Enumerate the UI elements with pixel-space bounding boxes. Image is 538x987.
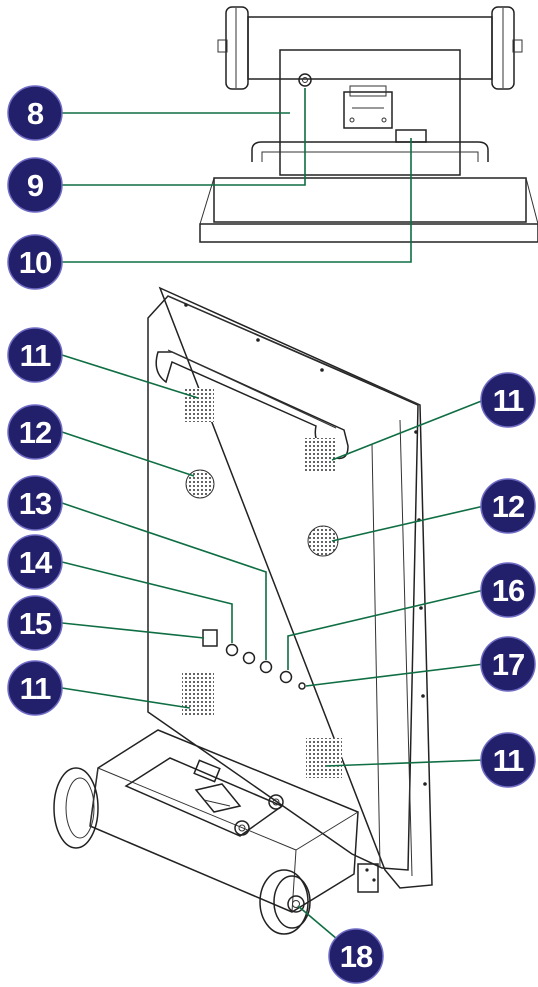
monitor-rear-view [147,286,433,893]
leader-15 [61,622,205,639]
svg-text:16: 16 [492,573,525,608]
callout-10: 10 [7,234,63,290]
leader-10 [62,138,412,263]
svg-text:17: 17 [492,647,524,682]
leader-11c [61,687,191,709]
vent-grille [182,672,214,716]
monitor-back-panel [147,295,419,871]
vent-grille [305,438,337,472]
leader-16 [287,589,485,670]
svg-text:11: 11 [20,338,52,373]
callout-16: 16 [480,562,536,618]
wheel-lock-icon [287,895,305,913]
port-16 [279,670,293,684]
base-top-view [199,6,538,243]
port-14b [242,651,256,665]
leader-12a [61,431,195,477]
base-top-plate [124,757,284,837]
svg-text:12: 12 [19,415,51,450]
speaker-icon [185,469,215,499]
port-14a [225,643,239,657]
svg-text:18: 18 [340,939,373,974]
roller-base [53,729,359,935]
screw-icon [298,73,312,87]
svg-text:11: 11 [493,383,525,418]
callout-12: 12 [7,404,63,460]
speaker-icon [307,525,339,557]
leader-11d [325,759,485,767]
monitor-side-frame [158,286,433,889]
svg-text:13: 13 [19,486,52,521]
svg-text:11: 11 [20,671,52,706]
callout-15: 15 [7,595,63,651]
left-wheel-top [225,6,249,90]
leader-11a [61,354,199,399]
svg-text:8: 8 [27,96,44,131]
callout-17: 17 [480,636,536,692]
callout-18: 18 [328,928,384,984]
leader-17 [305,663,485,687]
leader-9 [62,88,306,186]
base-plate-top [279,49,461,176]
leader-14 [61,561,233,643]
callout-badges: 8 9 10 11 12 13 14 15 [7,85,536,984]
svg-text:11: 11 [493,743,525,778]
frame-bolts [184,303,427,786]
port-17 [298,682,306,690]
monitor-bottom-edge [213,177,527,223]
left-wheel [53,767,99,849]
callout-11: 11 [480,732,536,788]
callout-11: 11 [7,660,63,716]
svg-text:12: 12 [492,489,524,524]
vent-grille [306,738,342,778]
svg-text:14: 14 [19,545,53,580]
leader-lines [61,88,485,951]
mount-bracket-top [343,85,393,129]
base-connector [193,759,221,783]
svg-text:9: 9 [27,168,44,203]
svg-text:15: 15 [19,606,52,641]
right-wheel [259,869,309,935]
handle-top [251,141,489,162]
svg-text:10: 10 [19,245,51,280]
callout-9: 9 [7,157,63,213]
leader-11b [331,399,485,461]
callout-11: 11 [480,372,536,428]
callout-13: 13 [7,475,63,531]
callout-8: 8 [7,85,63,141]
callout-11: 11 [7,327,63,383]
vent-grille [184,388,214,422]
leader-13 [61,502,267,660]
callout-12: 12 [480,478,536,534]
axle-housing-top [247,16,493,80]
callout-14: 14 [7,534,63,590]
port-15-square [202,629,218,647]
port-13 [259,660,273,674]
leader-12b [331,505,485,542]
